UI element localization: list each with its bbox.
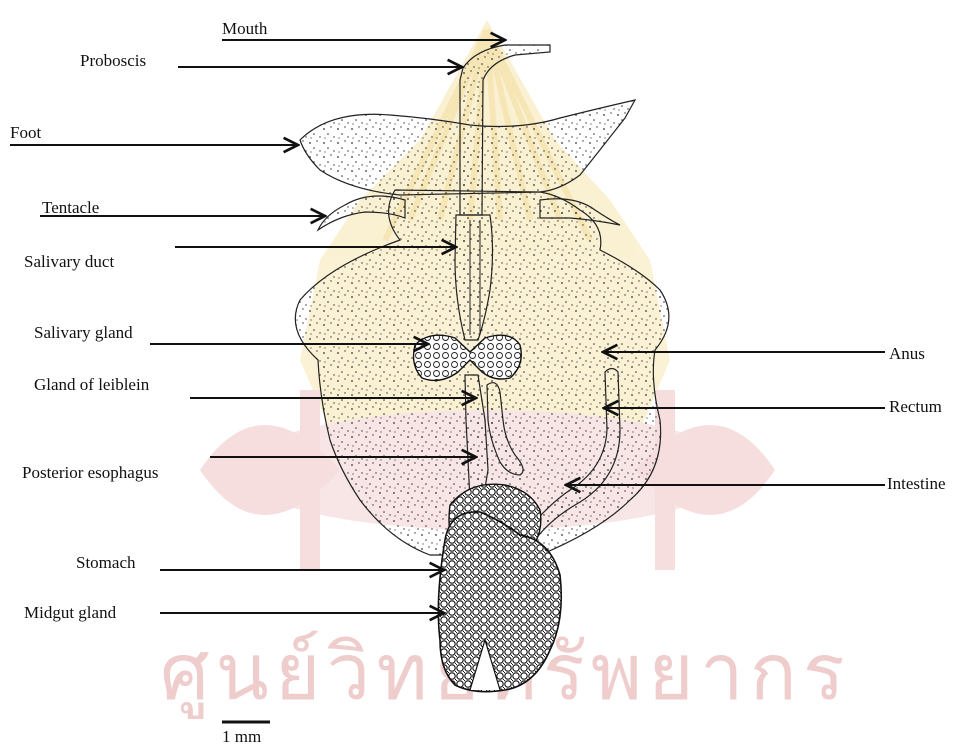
label-midgut-gland: Midgut gland [24,604,116,621]
label-tentacle: Tentacle [42,199,99,216]
label-salivary-gland: Salivary gland [34,324,133,341]
label-proboscis: Proboscis [80,52,146,69]
label-intestine: Intestine [887,475,946,492]
label-salivary-duct: Salivary duct [24,253,114,270]
label-gland-of-leiblein: Gland of leiblein [34,376,149,393]
label-foot: Foot [10,124,41,141]
label-anus: Anus [889,345,925,362]
scale-bar-label: 1 mm [222,728,261,745]
label-posterior-esophagus: Posterior esophagus [22,464,158,481]
label-rectum: Rectum [889,398,942,415]
label-mouth: Mouth [222,20,267,37]
label-stomach: Stomach [76,554,136,571]
